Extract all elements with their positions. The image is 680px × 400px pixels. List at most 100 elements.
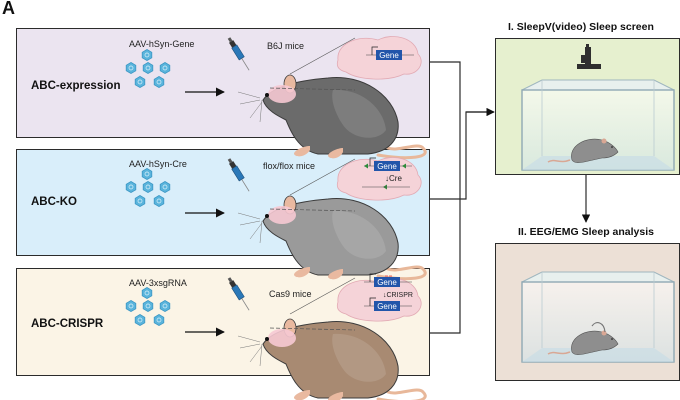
strategy-artwork: Gene ↓CRISPR Gene	[125, 273, 427, 400]
strategy-title: ABC-expression	[31, 80, 121, 92]
virus-particle-icon	[141, 49, 153, 61]
crispr-label: ↓CRISPR	[383, 292, 413, 299]
mouse-line-label: flox/flox mice	[263, 161, 316, 171]
strategy-title: ABC-CRISPR	[31, 318, 104, 330]
strategy-artwork: Gene	[125, 36, 427, 160]
vector-label: AAV-hSyn-Gene	[129, 39, 195, 49]
mouse-whiskers	[237, 91, 263, 123]
tank-floor	[522, 156, 674, 170]
mouse-icon	[237, 195, 427, 281]
mouse-eye	[265, 337, 269, 341]
brain-icon	[336, 278, 422, 322]
gene-box	[374, 161, 400, 171]
vector-label: AAV-3xsgRNA	[129, 278, 187, 288]
virus-particle-icon	[125, 181, 137, 193]
virus-particle-icon	[142, 300, 154, 312]
virus-particle-icon	[142, 62, 154, 74]
promoter-arrow-icon	[369, 157, 376, 166]
syringe-icon	[227, 158, 250, 192]
tank-top	[521, 79, 675, 91]
mouse-tail	[376, 388, 427, 400]
eeg-setup	[521, 271, 675, 363]
virus-particle-icon	[134, 314, 146, 326]
brain-target-highlight	[268, 85, 296, 103]
virus-particle-icon	[159, 181, 171, 193]
gene-box	[374, 277, 400, 287]
syringe-icon	[227, 277, 250, 311]
virus-particle-icon	[134, 76, 146, 88]
mouse-eye	[611, 146, 613, 148]
callout-line	[289, 158, 356, 196]
mouse-icon	[547, 322, 619, 355]
screen-title-sleepv: I. SleepV(video) Sleep screen	[508, 21, 654, 33]
mouse-paws	[294, 390, 343, 400]
mouse-line-label: Cas9 mice	[269, 289, 312, 299]
callout-line	[289, 37, 356, 75]
mouse-icon	[237, 74, 427, 160]
virus-particle-icon	[153, 76, 165, 88]
figure-panel-letter: A	[2, 0, 15, 18]
strategy-title: ABC-KO	[31, 196, 77, 208]
virus-particle-icon	[125, 300, 137, 312]
section-plane-line	[269, 87, 356, 91]
mouse-body	[262, 198, 399, 276]
promoter-arrow-icon	[369, 273, 376, 282]
mouse-ear	[601, 330, 607, 336]
eeg-cable	[591, 322, 606, 333]
brain-icon	[336, 157, 422, 201]
callout-line	[289, 277, 356, 315]
mouse-paws	[294, 146, 343, 159]
virus-particle-icon	[134, 195, 146, 207]
section-plane-line	[269, 327, 356, 331]
mouse-ear	[601, 138, 607, 144]
gene-label: Gene	[379, 51, 399, 60]
mouse-tail	[376, 265, 427, 281]
promoter-arrow-icon	[371, 46, 378, 55]
tank-top	[521, 271, 675, 283]
mouse-tail	[376, 144, 427, 160]
mouse-body	[262, 321, 399, 399]
connector-lines	[430, 61, 591, 334]
gene-label: Gene	[377, 302, 397, 311]
virus-particle-icon	[141, 168, 153, 180]
mouse-icon	[547, 138, 619, 163]
mouse-eye	[265, 93, 269, 97]
mouse-body	[262, 77, 399, 155]
brain-target-highlight	[268, 206, 296, 224]
mouse-body	[571, 330, 619, 355]
syringe-icon	[227, 37, 250, 71]
mouse-whiskers	[237, 212, 263, 244]
virus-particle-icon	[159, 300, 171, 312]
brain-target-highlight	[268, 329, 296, 347]
connector-to-screen	[430, 111, 492, 200]
mouse-eye	[611, 338, 613, 340]
mouse-paws	[294, 267, 343, 280]
edited-gene-box	[374, 301, 400, 311]
sleepv-setup	[521, 79, 675, 171]
virus-particle-icon	[142, 181, 154, 193]
virus-particle-icon	[141, 287, 153, 299]
gene-label: Gene	[377, 162, 397, 171]
vector-label: AAV-hSyn-Cre	[129, 159, 187, 169]
tank-floor	[522, 348, 674, 362]
mouse-tail	[547, 159, 571, 163]
mouse-body	[571, 138, 619, 163]
mouse-tail	[547, 351, 571, 355]
gene-label: Gene	[377, 278, 397, 287]
section-plane-line	[269, 208, 356, 212]
strategy-artwork: Gene ↓Cre	[125, 157, 427, 281]
virus-particle-icon	[153, 314, 165, 326]
mouse-icon	[237, 318, 427, 400]
bracket-line	[430, 61, 461, 334]
promoter-arrow-icon	[369, 297, 376, 306]
mouse-eye	[265, 214, 269, 218]
mouse-whiskers	[237, 335, 263, 367]
virus-particle-icon	[153, 195, 165, 207]
virus-particle-icon	[125, 62, 137, 74]
virus-particle-icon	[159, 62, 171, 74]
recombinase-label: ↓Cre	[385, 174, 402, 183]
screen-title-eeg: II. EEG/EMG Sleep analysis	[518, 226, 654, 238]
gene-box	[376, 50, 402, 60]
camera-icon	[577, 44, 601, 69]
